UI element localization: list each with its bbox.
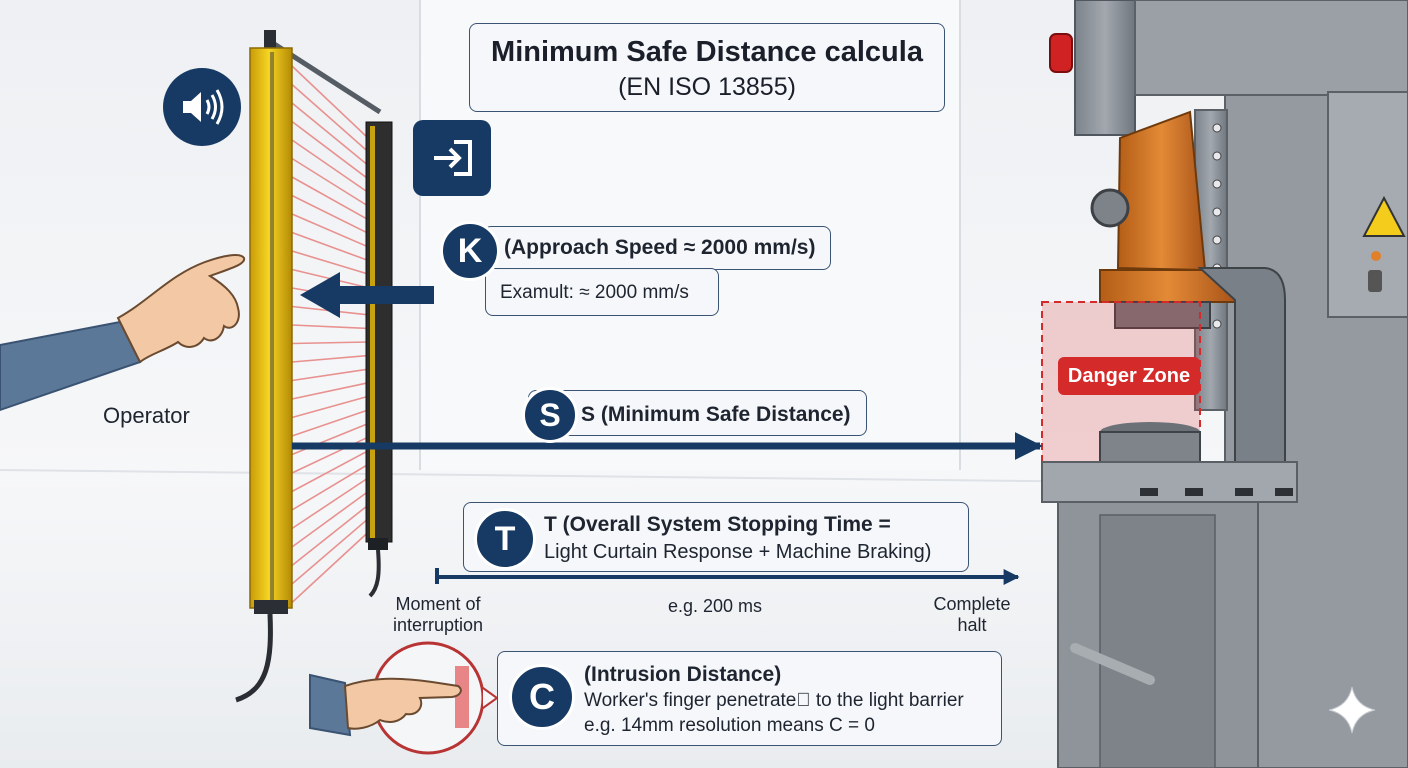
machine-top (1134, 0, 1408, 96)
stopping-time-timeline (435, 568, 1020, 585)
login-icon (413, 120, 491, 196)
barrier-edge (455, 666, 469, 728)
light-beam (291, 324, 369, 330)
operator-label: Operator (103, 403, 190, 428)
t-slots (1140, 488, 1293, 496)
bolster (1041, 461, 1298, 503)
emergency-stop-button (1049, 33, 1073, 73)
approach-arrow (300, 272, 434, 318)
t-badge: T (474, 508, 536, 570)
s-badge: S (522, 387, 578, 443)
timeline-end-line2: halt (957, 615, 987, 635)
light-beam (291, 518, 369, 585)
light-beam (291, 341, 369, 345)
press-machine (1041, 0, 1408, 768)
base-rod (1070, 643, 1155, 685)
machine-upper-left (1074, 0, 1136, 136)
frame-bolt (1212, 235, 1222, 245)
indicator-light (1371, 251, 1381, 261)
frame-bolt (1212, 319, 1222, 329)
k-badge: K (440, 221, 500, 281)
control-switch (1368, 270, 1382, 292)
receiver-base (368, 538, 388, 550)
emitter-cable (235, 613, 273, 703)
frame-bolt (1212, 207, 1222, 217)
t-box: T (Overall System Stopping Time = Light … (463, 502, 969, 572)
light-beam (291, 409, 369, 437)
light-beam (291, 65, 369, 139)
frame-bolt (1212, 123, 1222, 133)
frame-bolt (1212, 179, 1222, 189)
t-line2: Light Curtain Response + Machine Braking… (544, 541, 932, 563)
light-beam (291, 490, 369, 548)
light-beam (291, 120, 369, 180)
c-line2: e.g. 14mm resolution means C = 0 (584, 715, 875, 736)
light-beam (291, 531, 369, 604)
danger-zone-label: Danger Zone (1058, 357, 1200, 395)
timeline-start: Moment of interruption (388, 594, 488, 636)
light-beam (291, 213, 369, 248)
light-beam (291, 83, 369, 153)
light-beam (291, 368, 369, 382)
emitter-lens (270, 52, 274, 604)
base-recess (1099, 514, 1216, 768)
light-beam (291, 477, 369, 530)
light-beam (291, 250, 369, 275)
s-box: S (Minimum Safe Distance) (528, 390, 867, 436)
title-box: Minimum Safe Distance calcula (EN ISO 13… (469, 23, 945, 112)
frame-bolt (1212, 151, 1222, 161)
timeline-start-line1: Moment of (395, 594, 481, 614)
c-badge: C (509, 664, 575, 730)
speaker-icon (163, 68, 241, 146)
s-heading: S (Minimum Safe Distance) (581, 403, 851, 426)
operator-arm (0, 254, 246, 412)
pointing-hand-icon (116, 254, 246, 364)
intrusion-detail (309, 641, 499, 755)
timeline-mid: e.g. 200 ms (668, 596, 763, 616)
k-heading: (Approach Speed ≈ 2000 mm/s) (504, 236, 816, 259)
title-line2: (EN ISO 13855) (618, 73, 796, 101)
finger-hand-icon (343, 677, 462, 730)
receiver-column (365, 121, 393, 543)
light-beam (291, 102, 369, 166)
k-sub: Examult: ≈ 2000 mm/s (500, 282, 689, 303)
receiver-cable (368, 549, 381, 598)
light-beam (291, 382, 369, 400)
c-box: (Intrusion Distance) Worker's finger pen… (497, 651, 1002, 746)
light-beam (291, 231, 369, 262)
light-beam (291, 395, 369, 419)
warning-icon (1362, 195, 1406, 237)
timeline-end: Complete halt (922, 594, 1022, 636)
sleeve-small (309, 673, 352, 737)
light-beam (291, 504, 369, 567)
light-beam (291, 157, 369, 207)
k-box: (Approach Speed ≈ 2000 mm/s) (483, 226, 831, 270)
c-line1: Worker's finger penetrate⃠ to the light … (584, 690, 964, 711)
title-line1: Minimum Safe Distance calcula (491, 36, 923, 68)
receiver-strip (370, 126, 375, 538)
light-beam (291, 354, 369, 363)
emitter-cap (264, 30, 276, 50)
k-sub-box: Examult: ≈ 2000 mm/s (485, 268, 719, 316)
c-heading: (Intrusion Distance) (584, 663, 782, 686)
ram (1116, 110, 1207, 272)
light-beam (291, 450, 369, 493)
sparkle-icon (1328, 686, 1376, 734)
emitter-base (254, 600, 288, 614)
timeline-end-line1: Complete (933, 594, 1011, 614)
light-beam (291, 463, 369, 511)
ram-pivot (1090, 188, 1130, 228)
light-beam (291, 176, 369, 221)
timeline-start-line2: interruption (392, 615, 484, 635)
light-beam (291, 194, 369, 234)
lower-die (1099, 431, 1201, 463)
light-curtain (235, 30, 393, 703)
light-beam (291, 139, 369, 194)
t-line1: T (Overall System Stopping Time = (544, 513, 891, 536)
